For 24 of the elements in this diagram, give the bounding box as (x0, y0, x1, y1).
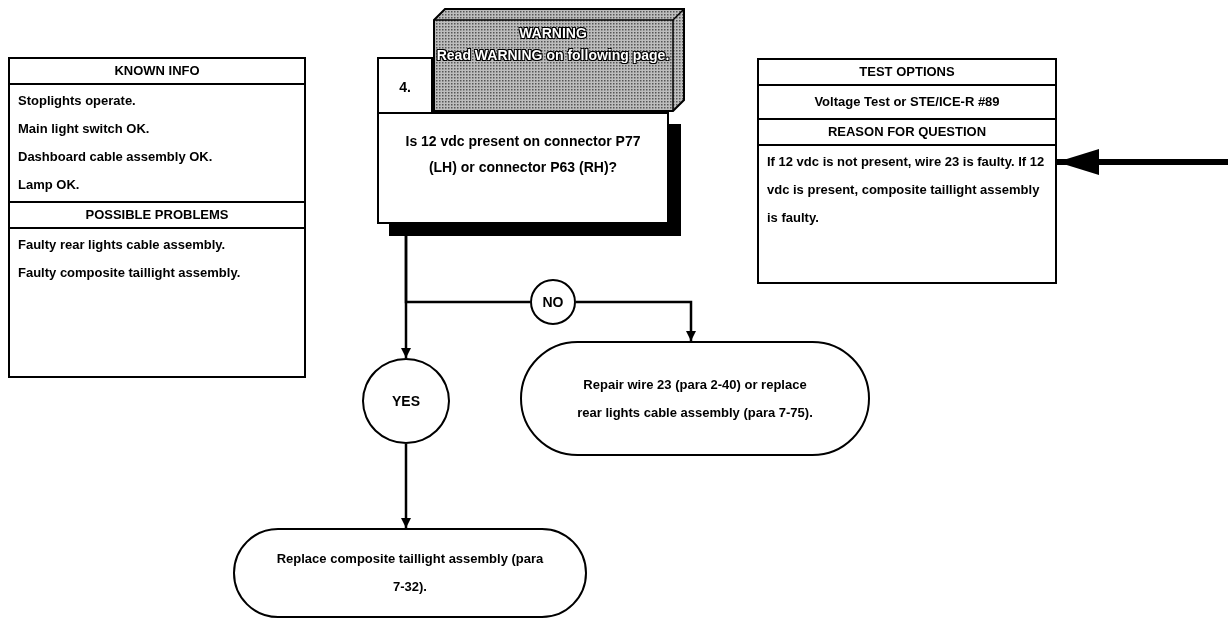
terminal-box: Repair wire 23 (para 2-40) or replace rear lights cable assembly (para 7-75). (520, 341, 870, 456)
section-heading: POSSIBLE PROBLEMS (10, 201, 304, 229)
section-heading: REASON FOR QUESTION (759, 118, 1055, 146)
answer-circle: YES (362, 358, 450, 444)
info-panel (8, 57, 306, 378)
panel-text: Dashboard cable assembly OK. (17, 148, 214, 166)
panel-text: Faulty composite taillight assembly. (17, 264, 242, 282)
panel-text: Stoplights operate. (17, 92, 137, 110)
info-panel (757, 58, 1057, 284)
panel-text: If 12 vdc is not present, wire 23 is faulty. If 12 vdc is present, composite taillight assembly is faulty. (766, 153, 1046, 227)
section-heading: TEST OPTIONS (759, 60, 1055, 86)
arrow (576, 300, 696, 341)
arrow (401, 444, 411, 528)
panel-text: Voltage Test or STE/ICE-R #89 (813, 93, 1001, 111)
section-heading: KNOWN INFO (10, 59, 304, 85)
arrow (1057, 149, 1228, 175)
answer-circle: NO (530, 279, 576, 325)
terminal-box: Replace composite taillight assembly (para 7-32). (233, 528, 587, 618)
panel-text: Main light switch OK. (17, 120, 151, 138)
warning-text: Read WARNING on following page. (436, 46, 670, 65)
warning-heading: WARNING (519, 24, 587, 43)
step-number: 4. (377, 57, 433, 114)
panel-text: Faulty rear lights cable assembly. (17, 236, 227, 254)
panel-text: Lamp OK. (17, 176, 81, 194)
